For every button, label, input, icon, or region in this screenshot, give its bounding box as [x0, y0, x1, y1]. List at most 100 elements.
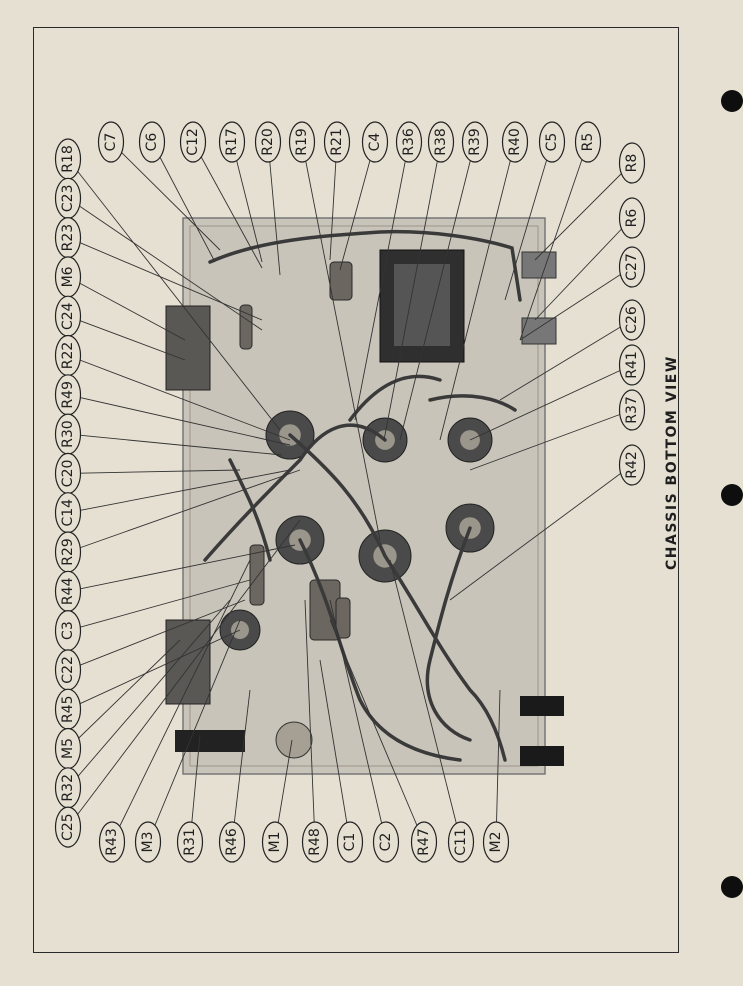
callout-label: R18: [60, 145, 76, 173]
callout-label: R19: [294, 128, 310, 156]
callout-label: R45: [60, 695, 76, 723]
callout-oval: [410, 821, 438, 863]
wire: [228, 458, 272, 562]
wire: [208, 229, 522, 302]
callout-oval: [461, 121, 489, 163]
leader-line: [329, 619, 425, 843]
meter-socket: [275, 721, 313, 759]
callout-label: R17: [224, 128, 240, 156]
leader-line: [67, 276, 186, 341]
leader-line: [339, 141, 376, 271]
callout-label: R44: [60, 577, 76, 605]
leader-line: [495, 689, 501, 843]
callout-oval: [179, 121, 207, 163]
callout-label: R22: [60, 342, 76, 370]
callout-label: C25: [60, 813, 76, 841]
binder-hole-middle: [721, 484, 743, 506]
leader-line: [67, 237, 263, 321]
callout-oval: [288, 121, 316, 163]
leader-line: [192, 141, 263, 269]
leader-line: [449, 464, 633, 601]
leader-line: [439, 141, 516, 441]
callout-label: R36: [401, 128, 417, 156]
callout-oval: [618, 344, 646, 386]
callout-label: R6: [624, 209, 640, 228]
callout-label: C4: [367, 133, 383, 152]
callout-label: C22: [60, 656, 76, 684]
callout-label: M6: [60, 266, 76, 287]
callout-label: R42: [624, 451, 640, 479]
callout-oval: [447, 821, 475, 863]
leader-line: [329, 599, 387, 843]
callout-oval: [336, 821, 364, 863]
capacitor: [329, 261, 353, 301]
callout-label: C6: [144, 133, 160, 152]
callout-label: R41: [624, 351, 640, 379]
callout-oval: [618, 246, 646, 288]
callout-oval: [301, 821, 329, 863]
leader-line: [499, 319, 633, 401]
callout-label: R39: [467, 128, 483, 156]
callout-oval: [361, 121, 389, 163]
callout-label: C27: [624, 253, 640, 281]
leader-line: [67, 315, 186, 361]
callout-oval: [618, 299, 646, 341]
callout-label: C11: [453, 828, 469, 856]
chassis-inner-edge: [189, 225, 539, 767]
control-shaft-lower: [520, 746, 564, 766]
callout-label: C1: [342, 833, 358, 852]
callout-label: R30: [60, 420, 76, 448]
callout-oval: [574, 121, 602, 163]
callout-label: R37: [624, 396, 640, 424]
figure-caption: CHASSIS BOTTOM VIEW: [664, 355, 680, 570]
callout-label: M2: [488, 832, 504, 853]
terminal-strip-bottom: [165, 619, 211, 705]
leader-line: [67, 433, 283, 456]
callout-label: C7: [103, 133, 119, 152]
callout-oval: [501, 121, 529, 163]
callout-label: R40: [507, 128, 523, 156]
leader-line: [354, 141, 410, 421]
callout-oval: [395, 121, 423, 163]
leader-line: [67, 469, 301, 553]
callout-label: M1: [267, 832, 283, 853]
callout-label: R5: [580, 133, 596, 152]
leader-line: [519, 266, 633, 341]
callout-oval: [323, 121, 351, 163]
callout-oval: [176, 821, 204, 863]
leader-line: [67, 158, 281, 431]
callout-label: C24: [60, 302, 76, 330]
callout-oval: [618, 197, 646, 239]
callout-label: R38: [433, 128, 449, 156]
callout-oval: [218, 821, 246, 863]
callout-oval: [97, 121, 125, 163]
callout-oval: [482, 821, 510, 863]
leader-line: [534, 162, 633, 261]
callout-label: R49: [60, 381, 76, 409]
leader-line: [469, 409, 633, 471]
terminal-strip-top: [165, 305, 211, 391]
binder-hole-bottom: [721, 876, 743, 898]
leader-line: [304, 599, 316, 843]
chassis-plate: [182, 217, 546, 775]
leader-line: [534, 217, 633, 321]
callout-label: R23: [60, 224, 76, 252]
wire: [428, 394, 517, 412]
callout-label: R31: [182, 828, 198, 856]
leader-line: [231, 141, 263, 263]
callout-label: R8: [624, 154, 640, 173]
capacitor: [335, 597, 351, 639]
callout-label: R21: [329, 128, 345, 156]
callout-label: C23: [60, 185, 76, 213]
callout-label: C3: [60, 621, 76, 640]
leader-line: [67, 394, 291, 446]
callout-oval: [427, 121, 455, 163]
callout-oval: [254, 121, 282, 163]
leader-line: [67, 355, 291, 441]
callout-oval: [538, 121, 566, 163]
capacitor: [239, 304, 253, 350]
leader-line: [301, 141, 381, 541]
callout-oval: [134, 821, 162, 863]
